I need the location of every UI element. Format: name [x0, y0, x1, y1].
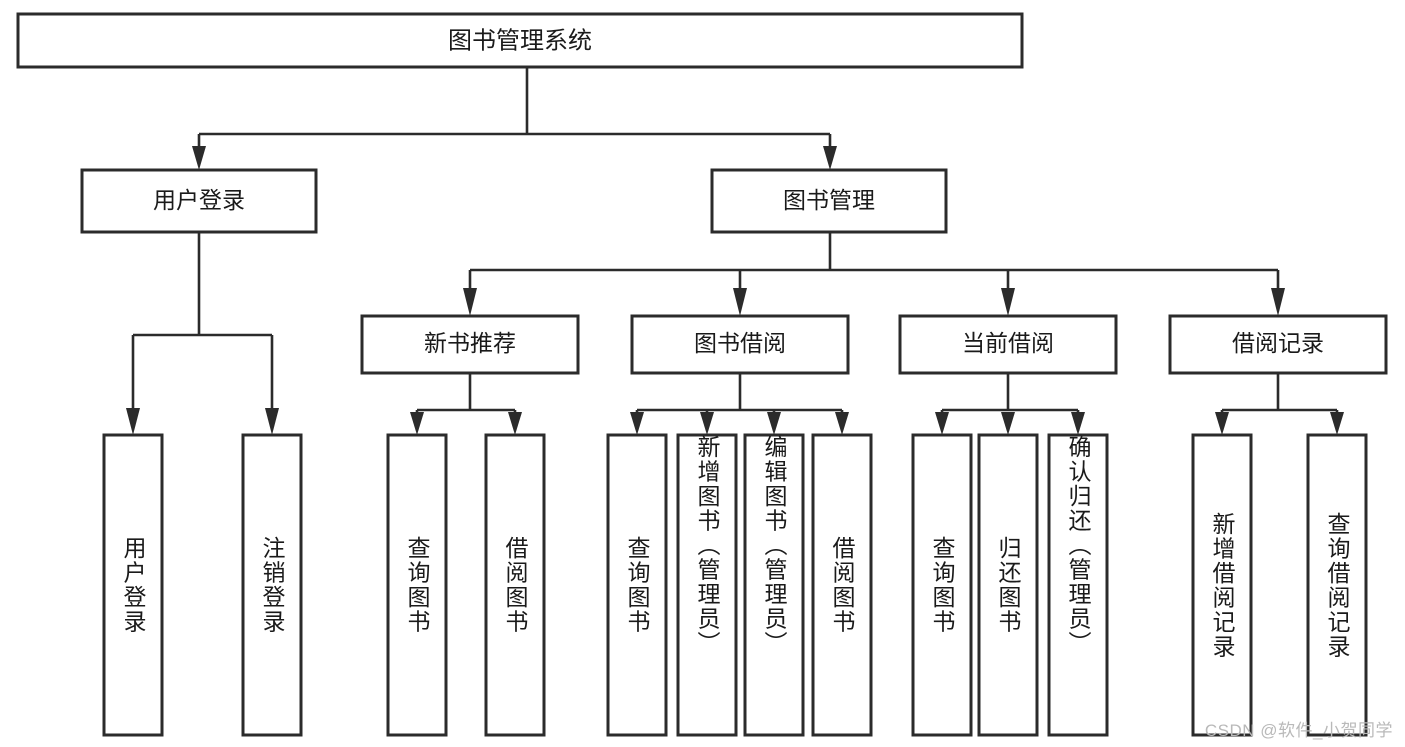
node-book-borrow[interactable]: 图书借阅	[630, 314, 850, 375]
node-borrow-record[interactable]: 借阅记录	[1168, 314, 1388, 375]
arrow-head-leaf-logout-login	[265, 408, 279, 435]
arrow-head-leaf-user-login	[126, 408, 140, 435]
leaf-box-query-book-2[interactable]	[606, 433, 668, 737]
leaf-box-borrow-book-2[interactable]	[811, 433, 873, 737]
arrow-head-leaf-borrow-book-1	[508, 412, 522, 435]
arrow-head-leaf-edit-book	[767, 412, 781, 435]
arrow-head-leaf-return-book	[1001, 412, 1015, 435]
leaf-boxes-group	[102, 433, 1368, 737]
connector-group-borrow-record	[1215, 373, 1344, 435]
arrow-head-leaf-add-record	[1215, 412, 1229, 435]
connector-group-root	[192, 67, 837, 170]
node-new-book-recommend[interactable]: 新书推荐	[360, 314, 580, 375]
connector-group-book-borrow	[630, 373, 849, 435]
node-book-manage-label: 图书管理	[783, 187, 875, 213]
arrow-head-leaf-query-record	[1330, 412, 1344, 435]
arrow-head-user-login	[192, 146, 206, 170]
arrow-head-borrow-record	[1271, 288, 1285, 316]
leaf-box-query-book-3[interactable]	[911, 433, 973, 737]
arrow-head-book-borrow	[733, 288, 747, 316]
node-user-login[interactable]: 用户登录	[80, 168, 318, 234]
node-current-borrow-box[interactable]	[898, 314, 1118, 375]
node-user-login-box[interactable]	[80, 168, 318, 234]
connector-group-new-book-recommend	[410, 373, 522, 435]
node-root-label: 图书管理系统	[448, 27, 592, 54]
leaf-box-return-book[interactable]	[977, 433, 1039, 737]
node-book-borrow-box[interactable]	[630, 314, 850, 375]
leaf-box-add-record[interactable]	[1191, 433, 1253, 737]
node-root[interactable]: 图书管理系统	[16, 12, 1024, 69]
leaf-box-confirm-return[interactable]	[1047, 433, 1109, 737]
connector-group-user-login	[126, 232, 279, 435]
node-borrow-record-label: 借阅记录	[1232, 330, 1324, 356]
node-root-box[interactable]	[16, 12, 1024, 69]
node-new-book-recommend-box[interactable]	[360, 314, 580, 375]
node-user-login-label: 用户登录	[153, 187, 245, 213]
leaf-box-logout-login[interactable]	[241, 433, 303, 737]
arrow-head-leaf-query-book-2	[630, 412, 644, 435]
node-book-borrow-label: 图书借阅	[694, 330, 786, 356]
arrow-head-new-book-recommend	[463, 288, 477, 316]
node-borrow-record-box[interactable]	[1168, 314, 1388, 375]
node-current-borrow[interactable]: 当前借阅	[898, 314, 1118, 375]
arrow-head-leaf-query-book-3	[935, 412, 949, 435]
leaf-box-edit-book[interactable]	[743, 433, 805, 737]
csdn-watermark: CSDN @软件_小贺同学	[1204, 721, 1393, 740]
node-book-manage[interactable]: 图书管理	[710, 168, 948, 234]
arrow-head-current-borrow	[1001, 288, 1015, 316]
connector-group-current-borrow	[935, 373, 1085, 435]
node-new-book-recommend-label: 新书推荐	[424, 330, 516, 356]
leaf-box-user-login[interactable]	[102, 433, 164, 737]
leaf-box-add-book[interactable]	[676, 433, 738, 737]
arrow-head-leaf-confirm-return	[1071, 412, 1085, 435]
node-current-borrow-label: 当前借阅	[962, 330, 1054, 356]
leaf-box-borrow-book-1[interactable]	[484, 433, 546, 737]
node-book-manage-box[interactable]	[710, 168, 948, 234]
arrow-head-leaf-query-book-1	[410, 412, 424, 435]
leaf-box-query-book-1[interactable]	[386, 433, 448, 737]
connector-group-book-manage	[463, 232, 1285, 316]
arrow-head-book-manage	[823, 146, 837, 170]
leaf-box-query-record[interactable]	[1306, 433, 1368, 737]
arrow-head-leaf-add-book	[700, 412, 714, 435]
arrow-head-leaf-borrow-book-2	[835, 412, 849, 435]
